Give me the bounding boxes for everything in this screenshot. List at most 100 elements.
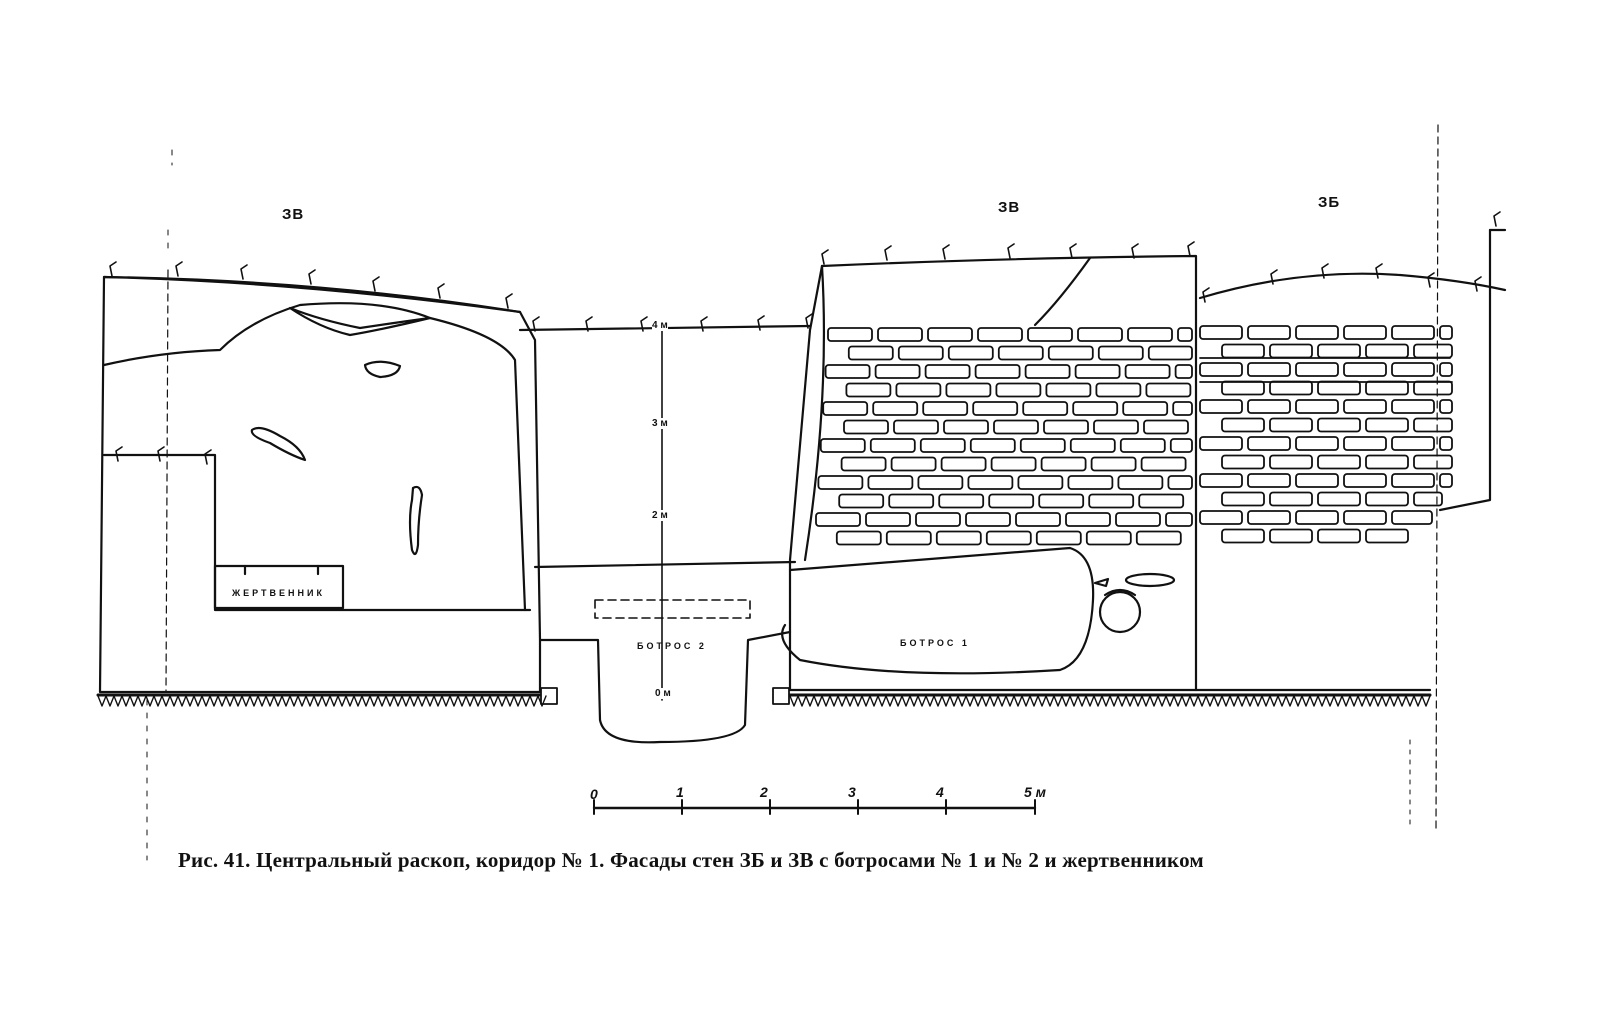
corner-post-right [772,687,790,705]
brick [1085,530,1132,546]
surface-tick [308,269,316,285]
brick [872,401,919,416]
brick [1117,475,1164,490]
brick [1247,436,1291,451]
surface-tick [1202,287,1210,303]
brick [1097,345,1144,361]
brick [1365,491,1409,507]
brick [822,401,869,416]
brick [943,419,989,435]
left-step-line [102,453,532,612]
brick [924,364,971,379]
brick [1024,364,1071,379]
brick [890,456,937,472]
brick [817,475,864,490]
ground-hatch [97,695,1431,707]
brick [845,382,892,398]
brick [1038,493,1085,509]
brick [1221,343,1265,359]
label-altar: ЖЕРТВЕННИК [232,588,325,598]
brick [1069,438,1116,453]
brick [1095,382,1142,398]
surface-tick [1493,211,1501,227]
brick [995,382,1042,398]
right-top-profile [1198,272,1507,300]
brick [1343,362,1387,377]
surface-tick [1321,263,1329,279]
middle-diagonal [1033,256,1092,327]
altar-box [213,564,345,610]
surface-ticks [109,211,1501,465]
left-wall-block [98,269,542,694]
brick [1119,438,1166,453]
brick [1247,325,1291,340]
brick [965,512,1011,527]
surface-tick [1270,269,1278,285]
brick [1317,491,1361,507]
surface-tick [585,316,593,332]
hatch-segment [97,695,547,707]
brick [843,419,889,435]
brick [1343,399,1387,414]
left-stone-3 [250,426,307,462]
brick [1391,473,1435,488]
brick [1439,436,1453,451]
brick [1199,325,1243,340]
left-soil-layer [102,302,527,612]
brick [1439,362,1453,377]
brick [869,438,916,453]
brick [1391,399,1435,414]
brick [1413,380,1453,396]
brick [1317,343,1361,359]
brick [990,456,1037,472]
brick [895,382,942,398]
brick [1247,473,1291,488]
brick [997,345,1044,361]
surface-tick [115,446,123,462]
brick [1199,510,1243,525]
brick [967,475,1014,490]
brick [1247,399,1291,414]
surface-tick [640,316,648,332]
brick [865,512,911,527]
brick [1065,512,1111,527]
brick [1295,436,1339,451]
surface-tick [1069,243,1077,259]
brick [877,327,923,342]
brick [947,345,994,361]
surface-tick [942,244,950,260]
surface-tick [372,276,380,292]
brick [1221,454,1265,470]
corridor-floor-line [533,560,797,569]
middle-wall-outline [788,254,1198,692]
brick [1124,364,1171,379]
brick [1365,454,1409,470]
brick [1174,364,1193,379]
brick [915,512,961,527]
brick [1247,362,1291,377]
brick [1343,436,1387,451]
label-wall-left: ЗВ [282,206,305,223]
brick [1269,380,1313,396]
brick [1269,417,1313,433]
middle-wall-bricks [815,327,1193,546]
middle-wall-block [781,254,1198,692]
surface-tick [204,449,212,465]
label-wall-mid: ЗВ [998,199,1021,216]
hatch-segment [789,695,1431,707]
pit2-dashed-box [594,599,751,619]
brick [1172,401,1193,416]
brick [1221,491,1265,507]
surface-tick [532,316,540,332]
brick [1143,419,1189,435]
brick [945,382,992,398]
brick [1247,510,1291,525]
brick [1145,382,1192,398]
label-wall-right: ЗБ [1318,194,1341,211]
brick [1115,512,1161,527]
surface-tick [1007,243,1015,259]
brick [885,530,932,546]
surface-tick [1375,263,1383,279]
brick [1199,473,1243,488]
